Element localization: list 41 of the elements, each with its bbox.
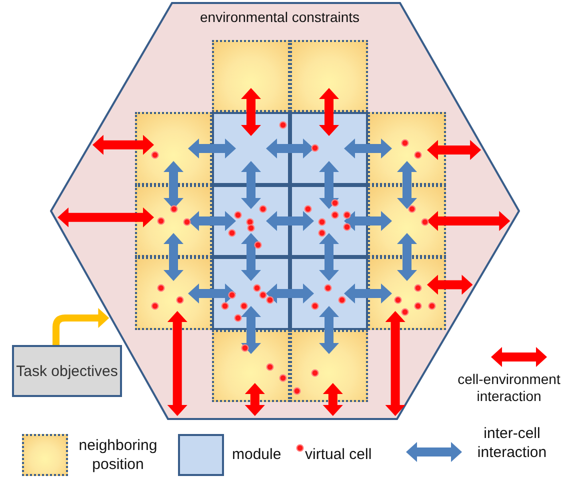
double-arrow xyxy=(397,161,417,209)
double-arrow xyxy=(164,161,184,209)
double-arrow xyxy=(244,383,265,416)
double-arrow xyxy=(164,233,184,281)
double-arrow xyxy=(266,284,314,304)
legend-label: virtual cell xyxy=(305,445,372,464)
double-arrow xyxy=(319,233,339,281)
double-arrow xyxy=(344,138,392,158)
double-arrow xyxy=(241,233,261,281)
double-arrow xyxy=(319,88,339,136)
double-arrow xyxy=(397,233,417,281)
double-arrow xyxy=(319,306,339,354)
neighbor-cell xyxy=(212,330,290,402)
neighbor-cell xyxy=(212,40,290,112)
legend-label: inter-cell interaction xyxy=(476,424,548,462)
double-arrow xyxy=(92,134,154,155)
neighbor-cell xyxy=(290,40,368,112)
double-arrow xyxy=(188,138,236,158)
double-arrow xyxy=(427,211,510,231)
double-arrow xyxy=(266,211,314,231)
task-box: Task objectives xyxy=(12,345,122,397)
double-arrow xyxy=(427,274,473,295)
double-arrow xyxy=(188,284,236,304)
legend-label: module xyxy=(232,445,282,464)
double-arrow xyxy=(188,211,236,231)
double-arrow xyxy=(344,284,392,304)
double-arrow xyxy=(241,88,261,136)
double-arrow xyxy=(266,138,314,158)
double-arrow xyxy=(322,383,343,416)
region-title: environmental constraints xyxy=(200,9,360,25)
neighbor-cell xyxy=(290,330,368,402)
double-arrow xyxy=(58,207,154,228)
legend-label: cell-environment interaction xyxy=(456,371,562,405)
double-arrow xyxy=(427,140,482,160)
double-arrow xyxy=(167,311,188,416)
double-arrow xyxy=(241,306,261,354)
double-arrow xyxy=(319,161,339,209)
double-arrow xyxy=(385,311,406,416)
double-arrow xyxy=(344,211,392,231)
double-arrow xyxy=(241,161,261,209)
legend-label: neighboring position xyxy=(78,436,158,474)
